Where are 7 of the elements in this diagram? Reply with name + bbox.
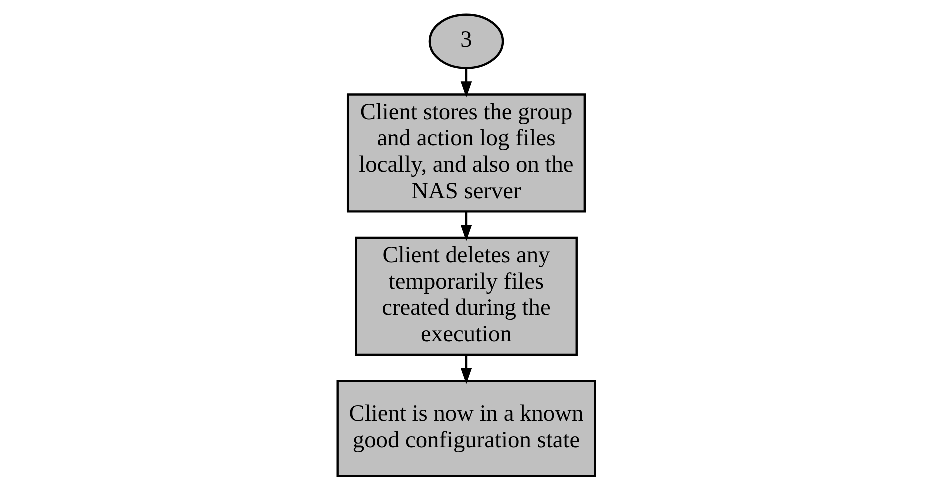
node-box: Client deletes any temporarily files created during the execution xyxy=(354,236,578,356)
arrow xyxy=(460,212,472,242)
node-box: Client stores the group and action log files locally, and also on the NAS server xyxy=(346,94,586,213)
arrow xyxy=(460,355,472,384)
node-ellipse: 3 xyxy=(428,14,504,70)
arrow xyxy=(460,68,472,98)
node-box: Client is now in a known good configuration state xyxy=(336,380,596,478)
